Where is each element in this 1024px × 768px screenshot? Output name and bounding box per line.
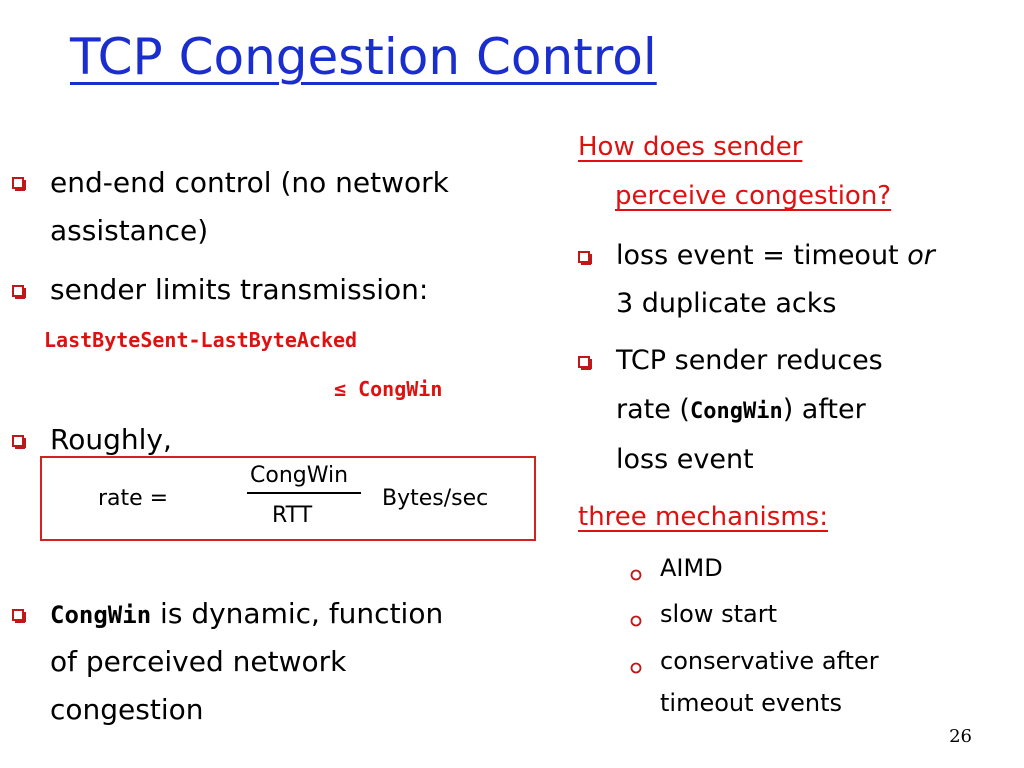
loss-event-line1: loss event = timeout or (616, 232, 935, 280)
code-congwin: CongWin (50, 601, 152, 629)
page-number: 26 (949, 726, 972, 747)
code-le-congwin: ≤ CongWin (334, 377, 443, 401)
formula-denominator: RTT (272, 503, 313, 528)
tcp-reduces-line2: rate (CongWin) after (616, 386, 866, 436)
code-congwin-right: CongWin (689, 399, 783, 424)
formula-lhs: rate = (98, 486, 169, 511)
mechanism-conservative-line2: timeout events (660, 689, 843, 717)
bullet-congwin-dynamic-line1: CongWin is dynamic, function (50, 590, 443, 639)
bullet-end-end-line2: assistance) (50, 214, 209, 247)
mechanism-slow-start: slow start (660, 600, 778, 628)
code-lastbyte: LastByteSent-LastByteAcked (44, 328, 358, 352)
rate-prefix: rate ( (616, 394, 690, 425)
formula-numerator: CongWin (250, 463, 349, 488)
loss-event-text: loss event = timeout (616, 240, 908, 271)
bullet-congwin-rest: is dynamic, function (151, 597, 444, 630)
bullet-roughly: Roughly, (50, 423, 172, 456)
tcp-reduces-line3: loss event (616, 444, 754, 475)
question-line1: How does sender (578, 132, 803, 162)
mechanisms-heading: three mechanisms: (578, 502, 828, 532)
circle-bullet-icon (630, 612, 642, 627)
or-text: or (907, 240, 935, 271)
bullet-sender-limits: sender limits transmission: (50, 273, 429, 306)
slide-title: TCP Congestion Control (70, 28, 657, 86)
square-bullet-icon (12, 285, 26, 299)
square-bullet-icon (12, 435, 26, 449)
after-suffix: ) after (782, 394, 866, 425)
circle-bullet-icon (630, 566, 642, 581)
mechanism-conservative-line1: conservative after (660, 647, 879, 675)
fraction-line (247, 492, 361, 494)
formula-unit: Bytes/sec (382, 486, 489, 511)
tcp-reduces-line1: TCP sender reduces (616, 345, 883, 376)
bullet-congwin-dynamic-line3: congestion (50, 693, 204, 726)
question-line2: perceive congestion? (615, 181, 892, 211)
loss-event-line2: 3 duplicate acks (616, 288, 837, 319)
square-bullet-icon (12, 177, 26, 191)
square-bullet-icon (12, 609, 26, 623)
circle-bullet-icon (630, 659, 642, 674)
square-bullet-icon (578, 251, 592, 265)
bullet-end-end-line1: end-end control (no network (50, 166, 449, 199)
formula-box (40, 456, 536, 541)
mechanism-aimd: AIMD (660, 554, 723, 582)
square-bullet-icon (578, 356, 592, 370)
bullet-congwin-dynamic-line2: of perceived network (50, 645, 347, 678)
